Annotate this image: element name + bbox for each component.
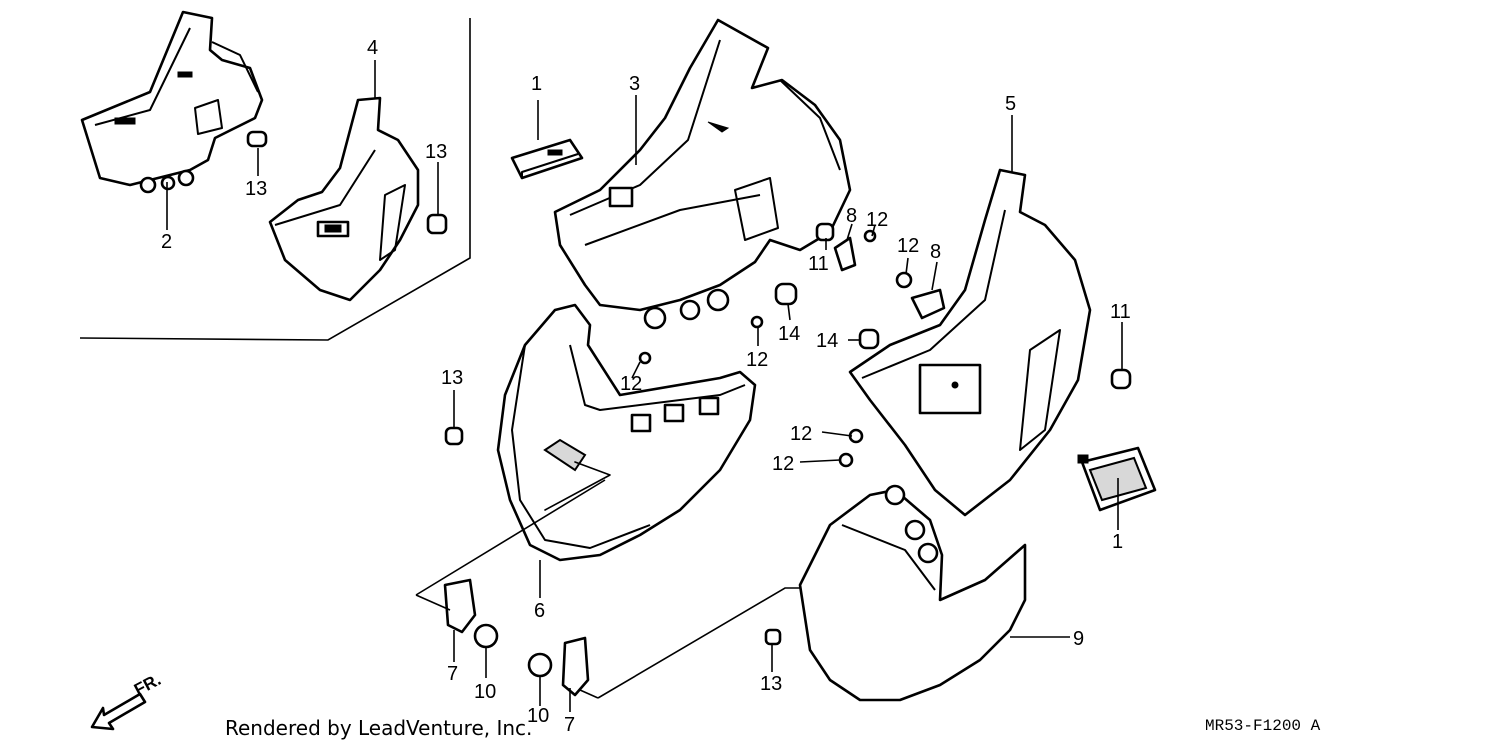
- callout-labels: 1 1 2 3 4 5 6 7 7 8 8 9 10 10 11 11 12 1…: [161, 37, 1131, 736]
- inset-frame: [79, 18, 471, 341]
- credit-text: Rendered by LeadVenture, Inc.: [225, 716, 533, 740]
- screw-11-b: [1110, 368, 1132, 390]
- callout-8-a: 8: [846, 205, 857, 227]
- bracket-8-b: [910, 288, 946, 320]
- bolt-13-left: [444, 426, 464, 446]
- callout-14-a: 14: [778, 323, 800, 345]
- screw-11-a: [815, 222, 835, 242]
- guide-lines: [415, 479, 800, 699]
- screw-12-d: [638, 351, 652, 365]
- screw-12-b: [895, 271, 913, 289]
- part-1-right-reflector: [1077, 446, 1157, 512]
- bracket-8-a: [833, 236, 857, 272]
- callout-7-b: 7: [564, 714, 575, 736]
- callout-13-c: 13: [441, 367, 463, 389]
- callout-4: 4: [367, 37, 378, 59]
- bolt-13-bottom: [764, 628, 782, 646]
- hardware-fasteners: [246, 130, 1132, 697]
- part-1-upper-reflector: [510, 138, 584, 180]
- callout-1-a: 1: [531, 73, 542, 95]
- collar-10-b: [527, 652, 553, 678]
- callout-12-d: 12: [620, 373, 642, 395]
- part-4-side-cover: [268, 96, 420, 302]
- front-arrow-icon: FR.: [90, 670, 164, 731]
- callout-11-a: 11: [808, 253, 829, 275]
- bolt-13-inset-top: [246, 130, 268, 148]
- bracket-7-a: [443, 578, 477, 634]
- callout-7-a: 7: [447, 663, 458, 685]
- diagram-code: MR53-F1200 A: [1205, 717, 1321, 735]
- screw-12-c: [750, 315, 764, 329]
- screw-12-f: [838, 452, 854, 468]
- grommet-14-a: [774, 282, 798, 306]
- callout-5: 5: [1005, 93, 1016, 115]
- callout-2: 2: [161, 231, 172, 253]
- collar-10-a: [473, 623, 499, 649]
- part-5-right-side-cover: [848, 168, 1092, 517]
- callout-3: 3: [629, 73, 640, 95]
- callout-1-b: 1: [1112, 531, 1123, 553]
- callout-12-c: 12: [746, 349, 768, 371]
- callout-12-f: 12: [772, 453, 794, 475]
- bolt-13-inset-right: [426, 213, 448, 235]
- callout-8-b: 8: [930, 241, 941, 263]
- grommet-14-b: [858, 328, 880, 350]
- callout-13-a: 13: [245, 178, 267, 200]
- part-3-upper-cover: [553, 18, 852, 330]
- part-6-lower-left-cover: [496, 303, 757, 562]
- callout-leaders: [166, 60, 1123, 712]
- callout-13-b: 13: [425, 141, 447, 163]
- callout-10-b: 10: [527, 705, 549, 727]
- part-9-lower-right-cover: [798, 484, 1027, 702]
- callout-9: 9: [1073, 628, 1084, 650]
- part-2-upper-inner-cover: [80, 10, 264, 194]
- callout-13-d: 13: [760, 673, 782, 695]
- callout-12-e: 12: [790, 423, 812, 445]
- callout-6: 6: [534, 600, 545, 622]
- callout-11-b: 11: [1110, 301, 1131, 323]
- callout-14-b: 14: [816, 330, 838, 352]
- bracket-7-b: [561, 636, 590, 697]
- callout-10-a: 10: [474, 681, 496, 703]
- callout-12-b: 12: [897, 235, 919, 257]
- callout-12-a: 12: [866, 209, 888, 231]
